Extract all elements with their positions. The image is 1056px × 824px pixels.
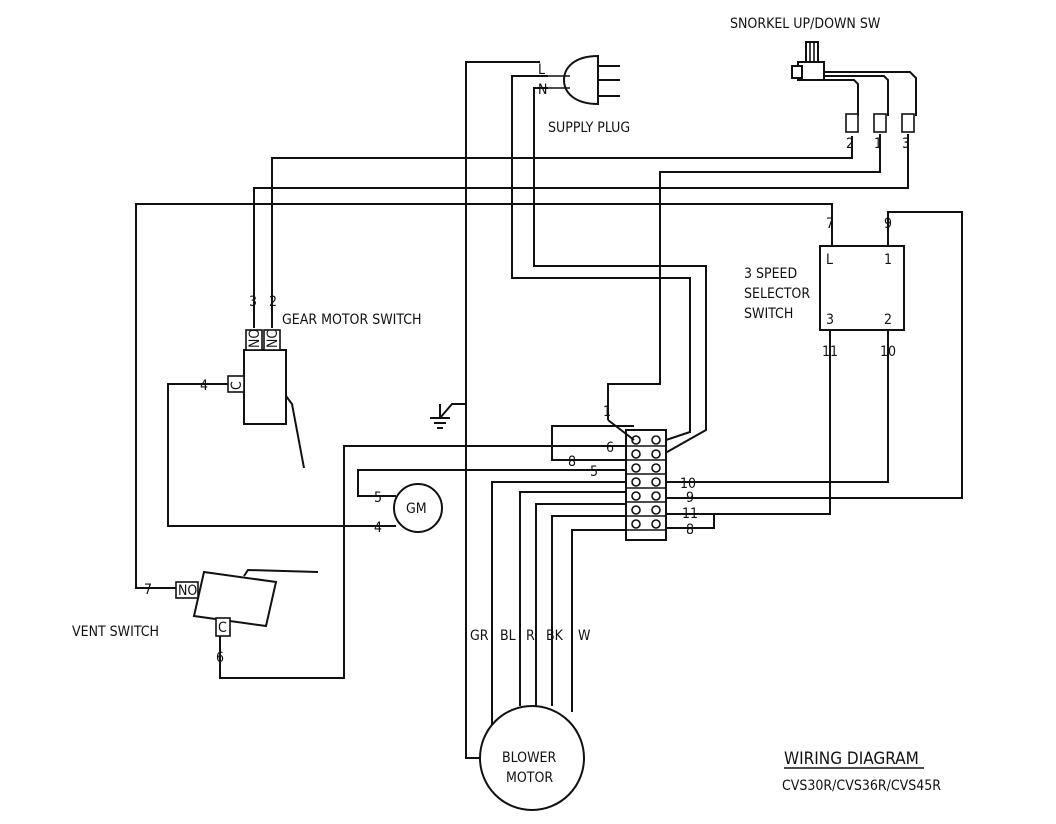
selector-2-label: 2 xyxy=(884,312,892,328)
speed-selector-switch: L 1 3 2 3 SPEED SELECTOR SWITCH 7 9 11 1… xyxy=(744,216,905,360)
tb-wire-11: 11 xyxy=(682,506,698,522)
wire-9 xyxy=(658,211,963,499)
snorkel-wire-2: 2 xyxy=(846,136,854,152)
gear-c-label: C xyxy=(229,381,245,390)
terminal-block: 1 6 8 5 10 9 11 8 xyxy=(568,404,698,541)
vent-wire-7: 7 xyxy=(144,582,152,598)
title-block: WIRING DIAGRAM CVS30R/CVS36R/CVS45R xyxy=(782,749,941,794)
wire-6 xyxy=(219,445,634,679)
gear-motor-switch: NO NC C 3 2 4 GEAR MOTOR SWITCH xyxy=(200,294,422,469)
terminal-screw-icon xyxy=(651,519,661,529)
wire-8-right xyxy=(658,514,715,529)
terminal-screw-icon xyxy=(651,477,661,487)
lead-label-w: W xyxy=(578,628,591,644)
gear-wire-3: 3 xyxy=(249,294,257,310)
gear-nc-label: NC xyxy=(265,330,281,348)
blower-motor: BLOWER MOTOR GR BL R BK W xyxy=(470,628,591,811)
selector-title-1: 3 SPEED xyxy=(744,266,797,282)
gm-label: GM xyxy=(406,501,427,517)
snorkel-wire-3: 3 xyxy=(902,136,910,152)
wire-5 xyxy=(357,469,634,497)
tb-wire-6: 6 xyxy=(606,440,614,456)
snorkel-switch-label: SNORKEL UP/DOWN SW xyxy=(730,16,881,32)
tb-wire-9: 9 xyxy=(686,490,694,506)
snorkel-wire-1: 1 xyxy=(874,136,882,152)
terminal-screw-icon xyxy=(651,435,661,445)
model-numbers: CVS30R/CVS36R/CVS45R xyxy=(782,778,941,794)
terminal-screw-icon xyxy=(651,491,661,501)
selector-1-label: 1 xyxy=(884,252,892,268)
diagram-title: WIRING DIAGRAM xyxy=(784,749,919,769)
lead-bk xyxy=(551,515,634,706)
terminal-screw-icon xyxy=(631,463,641,473)
gm-wire-4: 4 xyxy=(374,520,382,536)
tb-wire-5: 5 xyxy=(590,464,598,480)
vent-no-label: NO xyxy=(178,583,197,599)
tb-wire-1: 1 xyxy=(603,404,611,420)
wire-1 xyxy=(607,134,881,420)
gm-wire-5: 5 xyxy=(374,490,382,506)
terminal-screw-icon xyxy=(631,449,641,459)
selector-L-label: L xyxy=(826,252,833,268)
lead-label-bl: BL xyxy=(500,628,516,644)
plug-n-label: N xyxy=(538,82,547,98)
wire-neutral xyxy=(533,87,707,457)
terminal-screw-icon xyxy=(651,463,661,473)
wire-2 xyxy=(271,136,853,328)
snorkel-switch: SNORKEL UP/DOWN SW 2 1 3 xyxy=(730,16,917,152)
supply-plug-label: SUPPLY PLUG xyxy=(548,120,630,136)
gear-motor-switch-label: GEAR MOTOR SWITCH xyxy=(282,312,422,328)
terminal-screw-icon xyxy=(651,505,661,515)
wire-4 xyxy=(167,383,396,527)
blower-label-1: BLOWER xyxy=(502,750,556,766)
selector-title-3: SWITCH xyxy=(744,306,793,322)
gear-wire-2: 2 xyxy=(269,294,277,310)
selector-3-label: 3 xyxy=(826,312,834,328)
terminal-screw-icon xyxy=(631,477,641,487)
terminal-screw-icon xyxy=(631,519,641,529)
vent-wire-6: 6 xyxy=(216,650,224,666)
wire-3 xyxy=(253,134,909,328)
lead-gr-ground xyxy=(465,404,490,759)
terminal-screw-icon xyxy=(631,505,641,515)
gear-motor: GM 5 4 xyxy=(374,483,443,536)
wire-ground xyxy=(439,61,540,419)
gear-no-label: NO xyxy=(247,329,263,348)
tb-wire-8b: 8 xyxy=(686,522,694,538)
wire-line xyxy=(511,75,691,443)
tb-wire-10: 10 xyxy=(680,476,696,492)
selector-title-2: SELECTOR xyxy=(744,286,810,302)
tb-wire-8: 8 xyxy=(568,454,576,470)
lead-r xyxy=(535,503,634,706)
selector-wire-9: 9 xyxy=(884,216,892,232)
terminal-screw-icon xyxy=(631,491,641,501)
selector-wire-7: 7 xyxy=(826,216,834,232)
wires xyxy=(135,61,963,759)
wire-7 xyxy=(135,203,833,589)
lead-bl xyxy=(519,491,634,706)
lead-label-bk: BK xyxy=(546,628,564,644)
wire-11 xyxy=(658,330,831,515)
vent-switch-label: VENT SWITCH xyxy=(72,624,159,640)
lead-label-gr: GR xyxy=(470,628,489,644)
supply-plug: L N SUPPLY PLUG xyxy=(538,54,630,136)
selector-wire-10: 10 xyxy=(880,344,896,360)
terminal-screw-icon xyxy=(631,435,641,445)
lead-label-r: R xyxy=(526,628,535,644)
wire-10 xyxy=(658,330,889,483)
selector-wire-11: 11 xyxy=(822,344,838,360)
lead-w xyxy=(571,529,634,712)
terminal-screw-icon xyxy=(651,449,661,459)
vent-switch: NO C 7 6 VENT SWITCH xyxy=(72,568,319,666)
plug-l-label: L xyxy=(538,62,545,78)
wire-8-left xyxy=(551,425,634,461)
vent-c-label: C xyxy=(218,620,227,636)
blower-label-2: MOTOR xyxy=(506,770,553,786)
ground-symbol-icon xyxy=(430,404,450,429)
gear-wire-4: 4 xyxy=(200,378,208,394)
